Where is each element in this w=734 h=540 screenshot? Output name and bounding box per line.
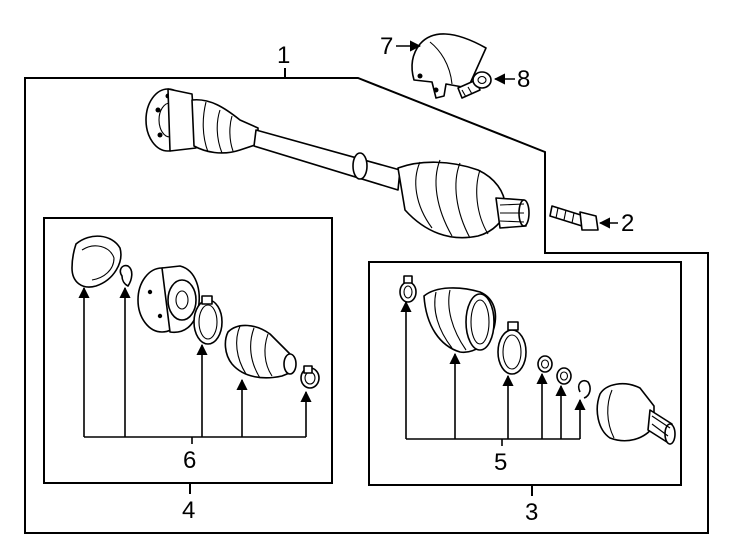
inner-boot [224,324,297,379]
outer-boot [423,287,497,353]
snap-ring-small [119,264,133,287]
callout-6: 6 [183,447,196,474]
drive-shaft-assembly [145,88,530,239]
retaining-ring [537,355,553,373]
callout-4: 4 [182,497,195,524]
heat-shield [411,33,487,99]
boot-clamp-small-3 [399,275,417,303]
boot-clamp-small-4 [300,365,320,389]
callout-8: 8 [517,66,530,93]
seal-cover [71,235,122,288]
boot-clamp-large-3 [497,321,527,375]
callout-5-leaders [400,300,586,446]
circlip [577,379,591,399]
inner-cv-joint [137,265,200,334]
boot-clamp-large-4 [193,295,223,345]
callout-7: 7 [380,33,393,60]
outer-cv-joint [596,382,676,445]
callout-6-leaders [78,286,312,444]
bolt-8 [457,71,492,99]
callout-3: 3 [525,499,538,526]
assembly-4-frame [43,217,333,484]
bolt-2 [549,205,599,231]
callout-1: 1 [277,42,290,69]
callout-2: 2 [621,210,634,237]
assembly-3-frame [368,261,682,486]
thrust-washer [556,367,572,385]
callout-5: 5 [494,449,507,476]
assembly-1-frame [24,77,709,534]
